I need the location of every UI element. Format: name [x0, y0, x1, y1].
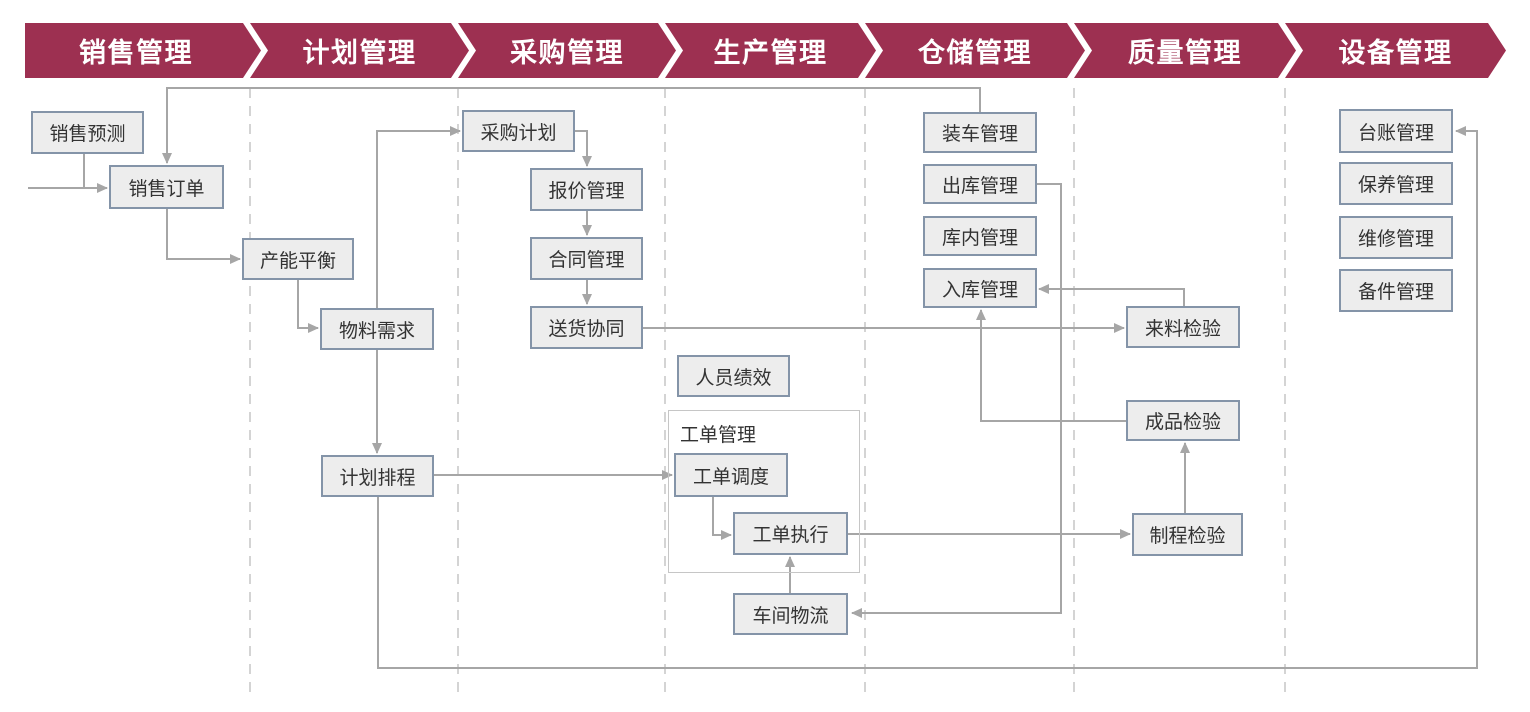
node-material-requirements: 物料需求: [320, 308, 434, 350]
node-finished-goods-inspection: 成品检验: [1126, 400, 1240, 441]
connector-sales-order-to-capacity: [166, 209, 241, 264]
node-capacity-balance: 产能平衡: [242, 238, 354, 280]
banner-stage-label: 仓储管理: [918, 38, 1032, 68]
connector-finished-inspection-to-inbound: [976, 309, 1126, 422]
node-contract-management: 合同管理: [530, 237, 643, 280]
node-workshop-logistics: 车间物流: [733, 593, 848, 635]
node-spare-parts-management: 备件管理: [1339, 269, 1453, 312]
work-order-group-box: [668, 410, 860, 573]
connectors: [28, 87, 1478, 669]
banner-stage-production: 生产管理: [665, 23, 876, 78]
node-in-warehouse-management: 库内管理: [923, 216, 1037, 256]
node-inbound-management: 入库管理: [923, 268, 1037, 308]
work-order-group-label: 工单管理: [680, 425, 757, 446]
node-outbound-management: 出库管理: [923, 164, 1037, 204]
connector-loading-to-sales-order: [162, 87, 981, 164]
banner-stage-sales: 销售管理: [25, 23, 261, 78]
connector-incoming-inspection-to-inbound: [1038, 284, 1185, 306]
banner-stage-warehouse: 仓储管理: [865, 23, 1085, 78]
node-incoming-inspection: 来料检验: [1126, 306, 1240, 348]
connector-dispatch-to-execution: [712, 497, 732, 540]
node-process-inspection: 制程检验: [1132, 513, 1243, 556]
node-purchase-plan: 采购计划: [462, 110, 575, 152]
node-maintenance-management: 保养管理: [1339, 162, 1453, 205]
node-quotation-management: 报价管理: [530, 168, 643, 211]
banner-stage-label: 设备管理: [1338, 38, 1453, 68]
node-work-order-execution: 工单执行: [733, 512, 848, 555]
node-sales-forecast: 销售预测: [31, 111, 144, 154]
node-work-order-dispatch: 工单调度: [674, 453, 788, 497]
banner-stage-label: 采购管理: [510, 38, 624, 68]
banner-stage-label: 质量管理: [1128, 38, 1242, 68]
banner-stage-equipment: 设备管理: [1285, 23, 1506, 78]
node-personnel-performance: 人员绩效: [677, 355, 790, 397]
banner-stage-label: 销售管理: [79, 38, 193, 68]
node-delivery-collaboration: 送货协同: [530, 306, 643, 349]
banner-stage-quality: 质量管理: [1074, 23, 1296, 78]
node-repair-management: 维修管理: [1339, 216, 1453, 259]
banner-stage-planning: 计划管理: [250, 23, 469, 78]
connector-capacity-to-material: [297, 280, 319, 333]
connector-outbound-to-logistics: [851, 183, 1062, 618]
banner-stage-label: 计划管理: [302, 38, 417, 68]
connector-purchase-plan-to-quotation: [575, 130, 592, 167]
node-ledger-management: 台账管理: [1339, 109, 1453, 153]
banner-stage-purchasing: 采购管理: [458, 23, 676, 78]
banner-stage-label: 生产管理: [713, 38, 828, 68]
connector-material-to-purchase-plan: [376, 126, 461, 308]
connector-scheduling-to-ledger: [377, 126, 1478, 669]
node-plan-scheduling: 计划排程: [321, 455, 434, 497]
node-loading-management: 装车管理: [923, 112, 1037, 153]
node-sales-order: 销售订单: [109, 165, 224, 209]
